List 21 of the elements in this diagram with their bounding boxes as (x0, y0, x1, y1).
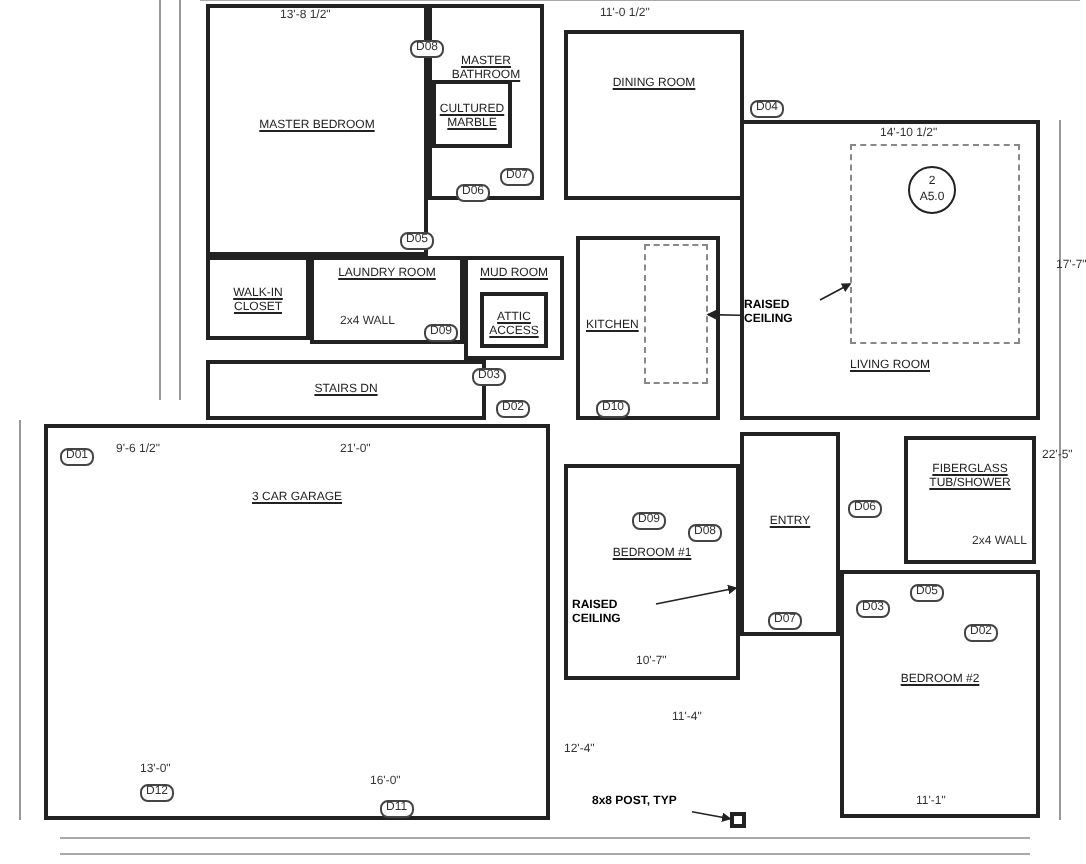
leader-line (706, 309, 741, 320)
room-outline (564, 464, 740, 680)
room-outline (840, 570, 1040, 818)
room-outline (310, 256, 464, 344)
leader-line (819, 283, 852, 301)
room-outline (740, 432, 840, 636)
room-outline (432, 80, 512, 148)
raised-ceiling-outline (644, 244, 708, 384)
room-outline (564, 30, 744, 200)
room-outline (576, 236, 720, 420)
room-outline (206, 256, 310, 340)
leader-line (655, 584, 738, 605)
room-outline (904, 436, 1036, 564)
room-outline (480, 292, 548, 348)
raised-ceiling-outline (850, 144, 1020, 344)
room-outline (740, 120, 1040, 420)
room-outline (44, 424, 550, 820)
room-outline (464, 256, 564, 360)
post-symbol (730, 812, 746, 828)
section-marker (908, 166, 956, 214)
leader-line (691, 811, 732, 822)
